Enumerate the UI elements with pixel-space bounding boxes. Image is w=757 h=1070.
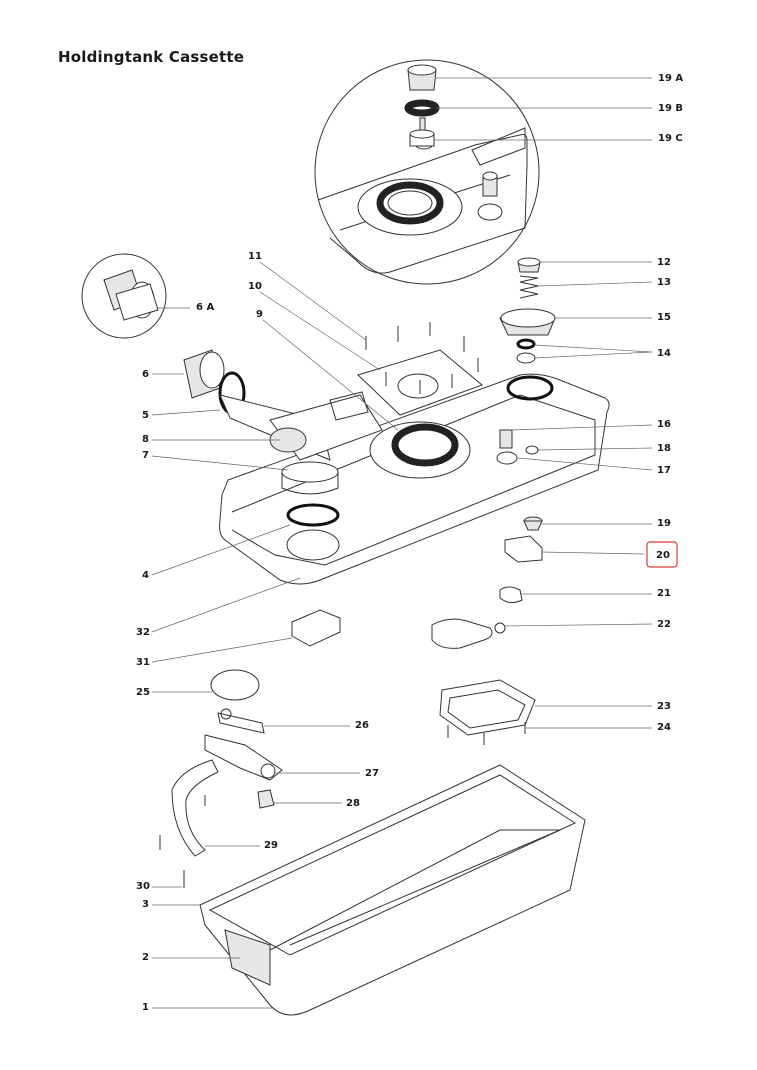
frame-part-23 <box>439 679 536 745</box>
page-title: Holdingtank Cassette <box>58 48 245 66</box>
label-2: 2 <box>142 952 149 963</box>
label-28: 28 <box>346 798 360 809</box>
label-25: 25 <box>136 687 150 698</box>
small-parts-right <box>431 516 543 649</box>
label-22: 22 <box>657 619 671 630</box>
spout-assembly <box>183 349 383 495</box>
tank-bottom-part-1 <box>199 764 586 1016</box>
label-14: 14 <box>657 348 671 359</box>
label-12: 12 <box>657 257 671 268</box>
label-6a: 6 A <box>196 302 214 313</box>
label-21: 21 <box>657 588 671 599</box>
label-24: 24 <box>657 722 671 733</box>
label-27: 27 <box>365 768 379 779</box>
label-17: 17 <box>657 465 671 476</box>
label-6: 6 <box>142 369 149 380</box>
leader-lines <box>151 77 653 1009</box>
tank-top-part-32 <box>219 373 610 585</box>
label-16: 16 <box>657 419 671 430</box>
detail-circle-19 <box>314 59 540 285</box>
label-19c: 19 C <box>658 133 683 144</box>
label-4: 4 <box>142 570 149 581</box>
part-labels: 19 A 19 B 19 C 6 A 11 10 9 12 13 15 14 6… <box>136 73 683 1013</box>
label-23: 23 <box>657 701 671 712</box>
highlight-box-part-20 <box>646 541 678 568</box>
label-31: 31 <box>136 657 150 668</box>
label-5: 5 <box>142 410 149 421</box>
label-9: 9 <box>256 309 263 320</box>
label-3: 3 <box>142 899 149 910</box>
small-parts-left <box>210 609 341 734</box>
label-32: 32 <box>136 627 150 638</box>
mounting-plate-part-10 <box>357 322 483 416</box>
label-15: 15 <box>657 312 671 323</box>
label-1: 1 <box>142 1002 149 1013</box>
label-19a: 19 A <box>658 73 683 84</box>
label-11: 11 <box>248 251 262 262</box>
label-19b: 19 B <box>658 103 683 114</box>
handle-parts <box>159 734 283 888</box>
label-10: 10 <box>248 281 262 292</box>
label-30: 30 <box>136 881 150 892</box>
label-8: 8 <box>142 434 149 445</box>
label-19: 19 <box>657 518 671 529</box>
label-13: 13 <box>657 277 671 288</box>
label-26: 26 <box>355 720 369 731</box>
label-29: 29 <box>264 840 278 851</box>
label-18: 18 <box>657 443 671 454</box>
label-7: 7 <box>142 450 149 461</box>
label-20: 20 <box>656 550 670 561</box>
valve-parts-12-15 <box>499 257 556 364</box>
detail-circle-6a <box>81 253 167 339</box>
